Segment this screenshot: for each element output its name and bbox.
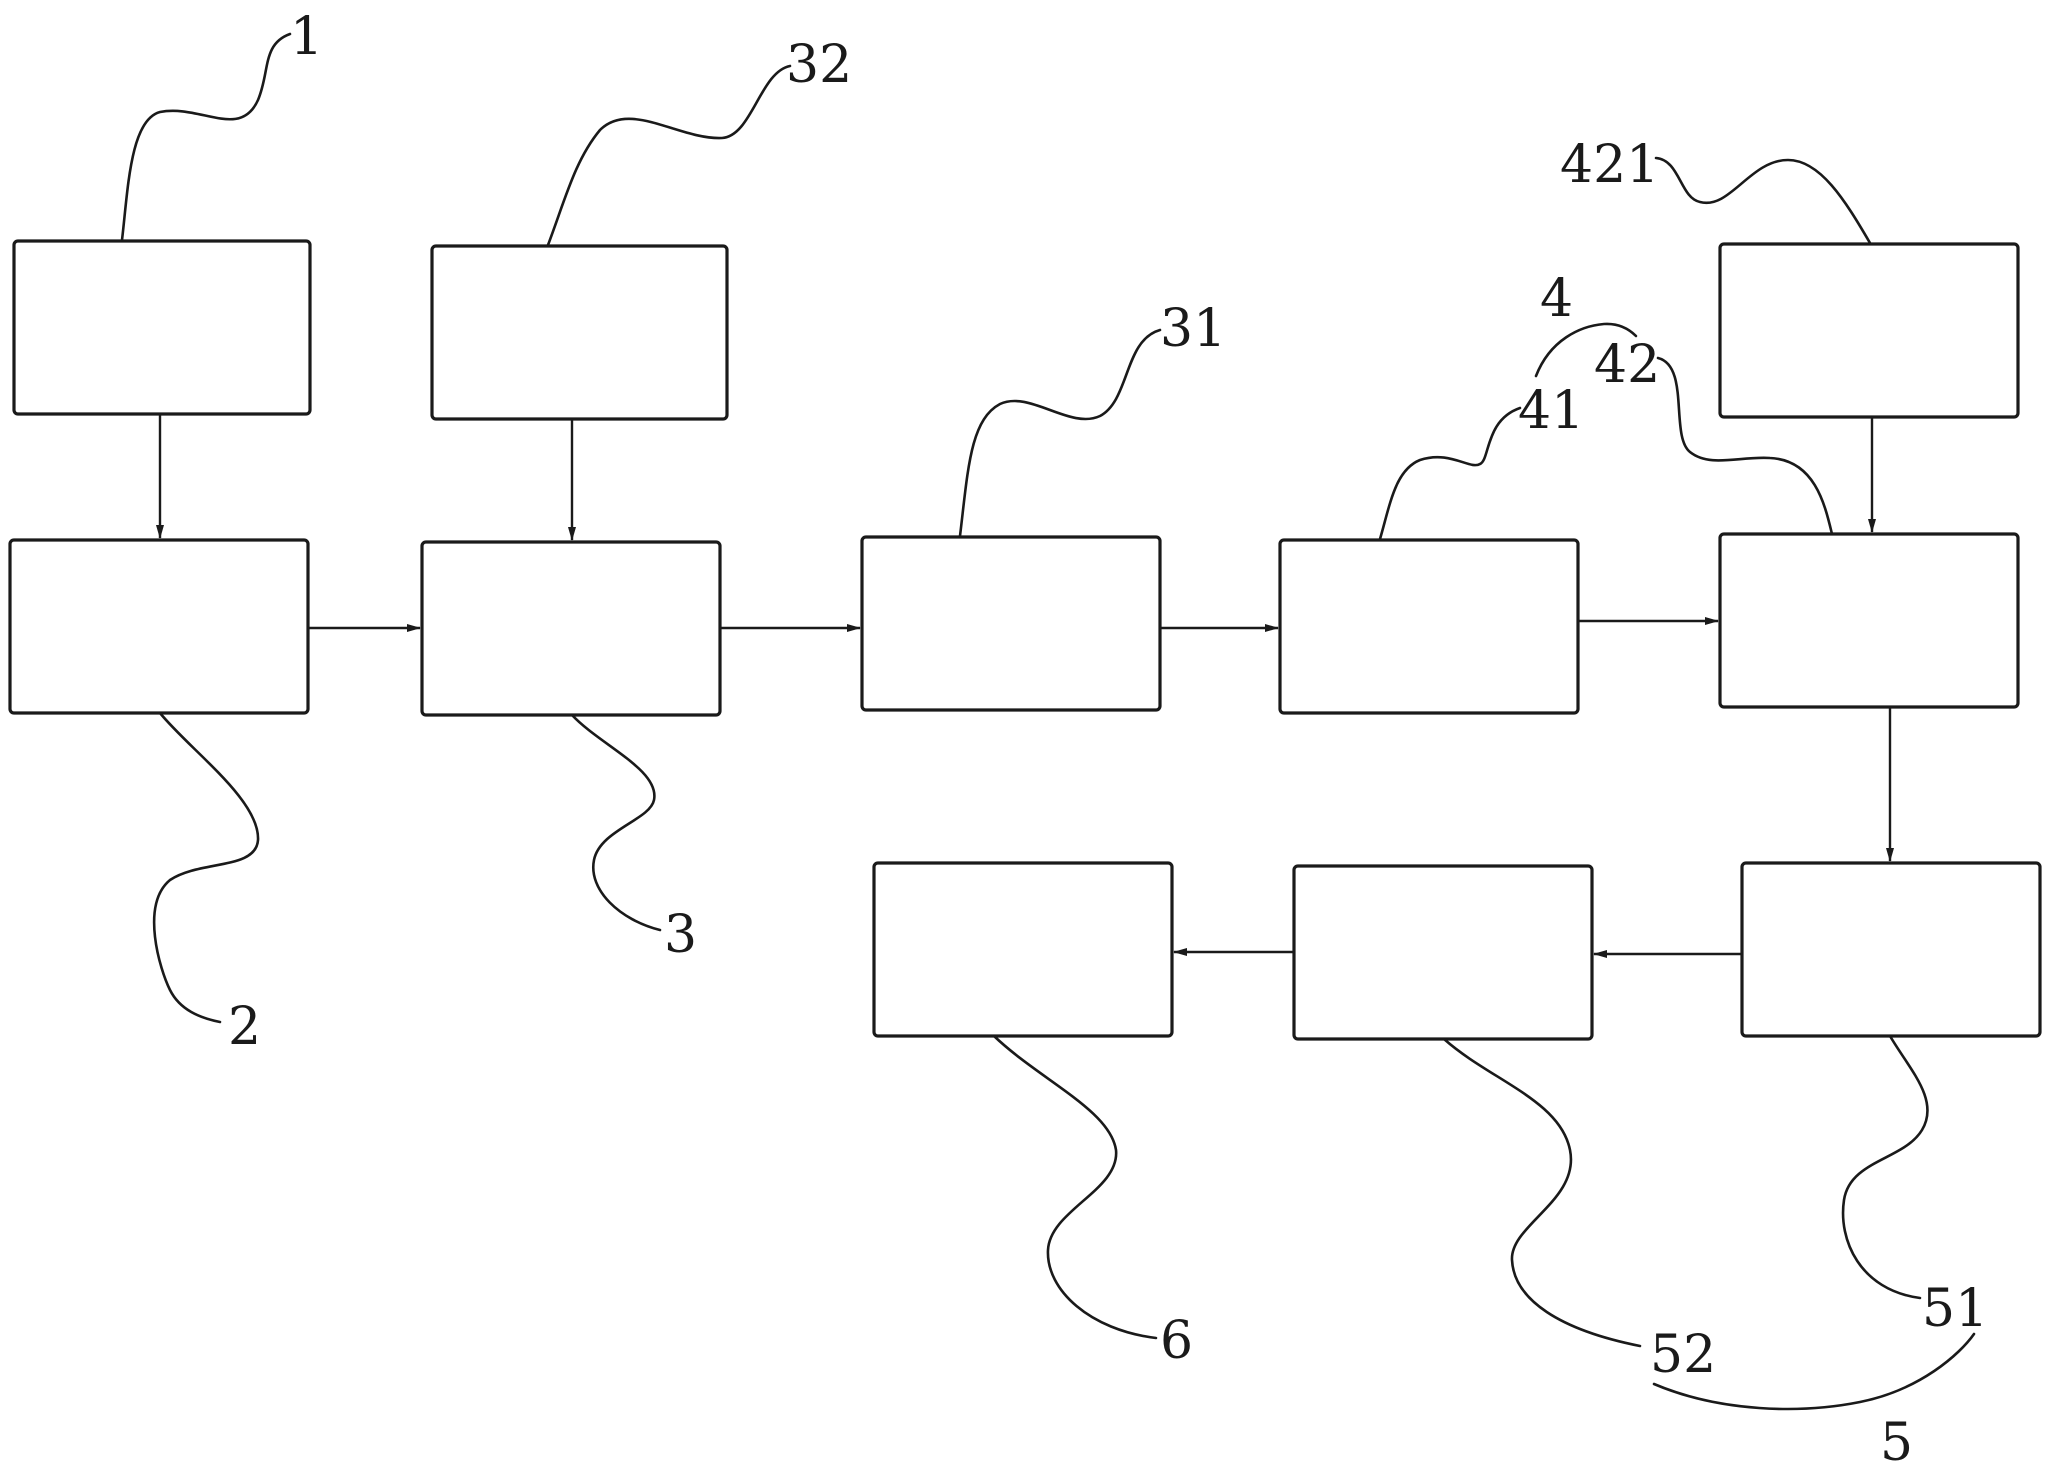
label-42: 42 <box>1594 335 1660 395</box>
box-41 <box>1278 538 1580 715</box>
box-2 <box>8 538 310 715</box>
box-1 <box>12 239 312 416</box>
box-42 <box>1718 532 2020 709</box>
label-32: 32 <box>786 35 852 95</box>
label-421: 421 <box>1560 135 1659 195</box>
leader-4-arc <box>1534 322 1638 378</box>
leader-41 <box>1378 406 1522 541</box>
label-5: 5 <box>1880 1413 1913 1469</box>
box-52 <box>1292 864 1594 1041</box>
box-51 <box>1740 861 2042 1038</box>
box-32 <box>430 244 729 421</box>
leader-5-arc <box>1652 1332 1976 1411</box>
label-3: 3 <box>664 905 697 965</box>
box-31 <box>860 535 1162 712</box>
box-3 <box>420 540 722 717</box>
label-1: 1 <box>290 7 323 67</box>
box-421 <box>1718 242 2020 419</box>
label-4: 4 <box>1540 269 1573 329</box>
leader-42 <box>1656 356 1834 536</box>
leader-3 <box>570 713 662 932</box>
leader-6 <box>992 1034 1158 1340</box>
label-31: 31 <box>1160 299 1226 359</box>
label-41: 41 <box>1518 381 1584 441</box>
leader-421 <box>1654 156 1872 245</box>
leader-2 <box>152 711 260 1024</box>
label-2: 2 <box>228 997 261 1057</box>
label-52: 52 <box>1650 1325 1716 1385</box>
leader-52 <box>1442 1037 1642 1348</box>
leader-1 <box>120 32 292 242</box>
label-6: 6 <box>1160 1311 1193 1371</box>
label-51: 51 <box>1922 1279 1988 1339</box>
box-6 <box>872 861 1174 1038</box>
leader-51 <box>1841 1034 1929 1300</box>
leader-31 <box>958 328 1162 538</box>
leader-32 <box>546 64 792 247</box>
